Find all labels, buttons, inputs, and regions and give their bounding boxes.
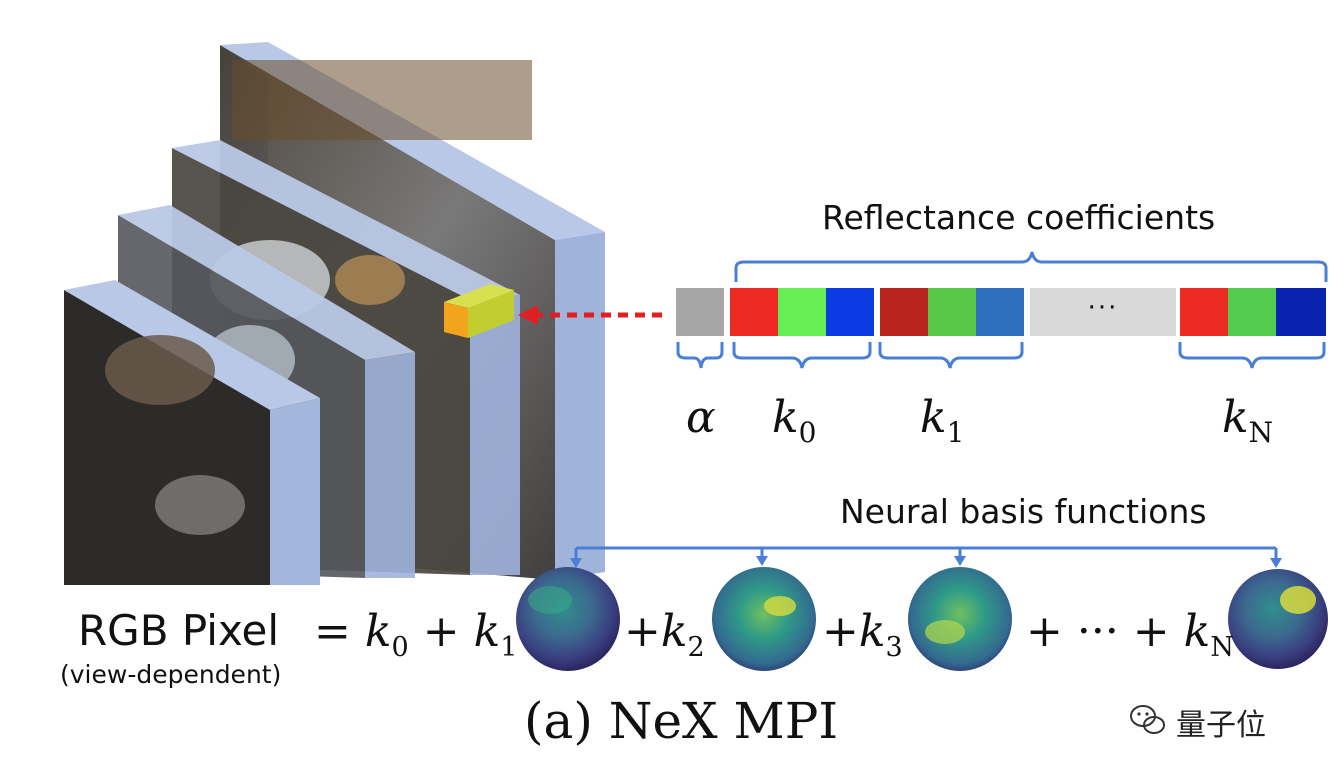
basis-sphere — [712, 567, 816, 671]
basis-connector — [570, 546, 1282, 568]
mpi-plane — [64, 280, 320, 585]
k0-b-cell — [826, 288, 874, 336]
kN-label: kN — [1222, 392, 1274, 449]
k1-b-cell — [976, 288, 1024, 336]
wechat-icon — [1130, 705, 1165, 734]
k0-label: k0 — [772, 392, 817, 449]
rgb-pixel-label: RGB Pixel — [78, 606, 280, 655]
basis-sphere — [1228, 569, 1328, 669]
k1-r-cell — [880, 288, 928, 336]
kN-b-cell — [1276, 288, 1326, 336]
coefficient-vector — [676, 288, 1326, 336]
voxel-cube — [444, 284, 514, 338]
alpha-cell — [676, 288, 724, 336]
ellipsis-cell: ··· — [1030, 288, 1176, 336]
basis-sphere — [516, 567, 620, 671]
equation-term-k2: +k2 — [624, 606, 705, 663]
alpha-label: α — [686, 392, 716, 443]
basis-title: Neural basis functions — [840, 492, 1207, 531]
figure-caption: (a) NeX MPI — [524, 692, 839, 750]
kN-r-cell — [1180, 288, 1228, 336]
k1-g-cell — [928, 288, 976, 336]
k0-bracket — [732, 342, 872, 369]
equation-term-k3: +k3 — [822, 606, 903, 663]
equation-term-kN: + ··· + kN — [1026, 606, 1234, 663]
coefficients-title: Reflectance coefficients — [822, 198, 1216, 237]
coefficients-bracket — [734, 251, 1328, 282]
k1-label: k1 — [920, 392, 965, 449]
k0-g-cell — [778, 288, 826, 336]
equation-start: = k0 + k1 — [314, 606, 518, 663]
voxel-pointer-arrow — [518, 305, 662, 325]
kN-bracket — [1178, 342, 1326, 369]
mpi-plane-stack — [64, 42, 605, 585]
basis-sphere — [908, 567, 1012, 671]
rgb-pixel-sublabel: (view-dependent) — [60, 660, 282, 689]
kN-g-cell — [1228, 288, 1276, 336]
k1-bracket — [878, 342, 1024, 369]
alpha-bracket — [676, 342, 724, 369]
lower-brackets — [676, 342, 1326, 369]
k0-r-cell — [730, 288, 778, 336]
watermark: 量子位 — [1176, 708, 1266, 743]
